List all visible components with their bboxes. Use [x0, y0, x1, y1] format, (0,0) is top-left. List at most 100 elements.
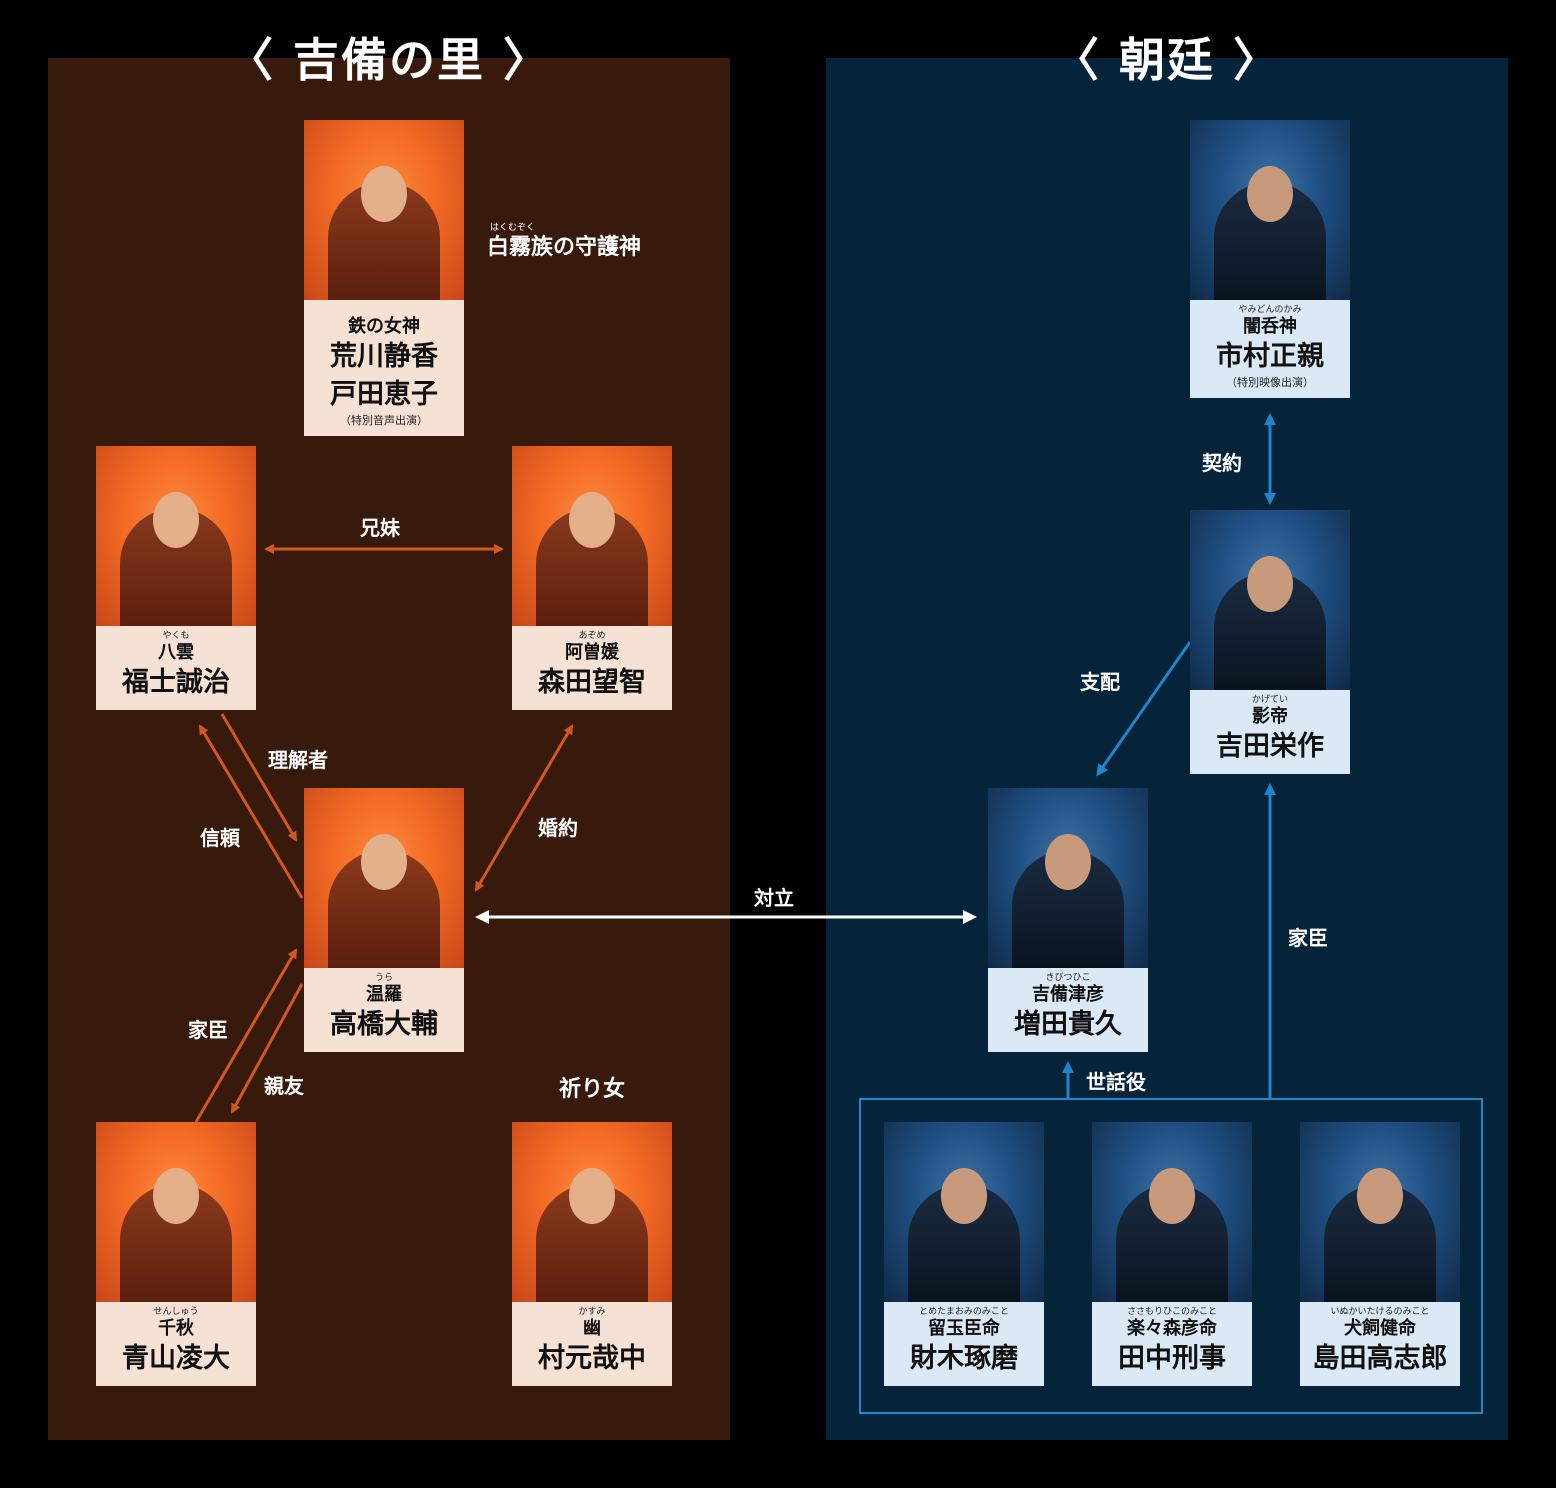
siblings-label: 兄妹 [360, 516, 400, 540]
character-role: 楽々森彦命 [1127, 1318, 1217, 1339]
actor-name: 青山凌大 [122, 1343, 230, 1374]
yamidon-photo [1190, 120, 1350, 300]
card-yakumo: やくも 八雲 福士誠治 [96, 446, 256, 710]
character-ruby: きびつひこ [1045, 973, 1091, 983]
character-ruby: あぞめ [578, 631, 606, 641]
vassal-left-label: 家臣 [188, 1018, 228, 1042]
actor-name: 島田高志郎 [1312, 1343, 1448, 1374]
kibitsuhiko-photo [988, 788, 1148, 968]
opposition-label: 対立 [754, 886, 794, 910]
appearance-note: （特別映像出演） [1226, 376, 1314, 389]
iron-goddess-photo [304, 120, 464, 300]
actor-name: 高橋大輔 [330, 1009, 438, 1040]
best-friend-arrow [230, 983, 304, 1114]
character-role: 犬飼健命 [1344, 1318, 1416, 1339]
card-sasamori: ささもりひこのみこと 楽々森彦命 田中刑事 [1092, 1122, 1252, 1386]
character-ruby: かすみ [578, 1307, 606, 1317]
inori-annotation-text: 祈り女 [558, 1077, 625, 1102]
actor-name: 市村正親 [1216, 341, 1324, 372]
ura-label: うら 温羅 高橋大輔 [304, 968, 464, 1052]
yakumo-photo [96, 446, 256, 626]
kibitsuhiko-label: きびつひこ 吉備津彦 増田貴久 [988, 968, 1148, 1052]
actor-name: 村元哉中 [538, 1343, 646, 1374]
yamidon-label: やみどんのかみ 闇呑神 市村正親 （特別映像出演） [1190, 300, 1350, 398]
kagetei-photo [1190, 510, 1350, 690]
character-ruby: やくも [162, 631, 190, 641]
character-role: 闇呑神 [1243, 316, 1297, 337]
asomehime-photo [512, 446, 672, 626]
character-role: 幽 [583, 1318, 601, 1339]
actor-name: 田中刑事 [1118, 1343, 1226, 1374]
character-role: 留玉臣命 [928, 1318, 1000, 1339]
actor-name-2: 戸田恵子 [330, 379, 438, 410]
control-label: 支配 [1080, 670, 1120, 694]
actor-name: 財木琢磨 [910, 1343, 1018, 1374]
character-ruby: やみどんのかみ [1238, 305, 1302, 315]
caretaker-label: 世話役 [1086, 1070, 1146, 1094]
senshu-label: せんしゅう 千秋 青山凌大 [96, 1302, 256, 1386]
card-kagetei: かげてい 影帝 吉田栄作 [1190, 510, 1350, 774]
inori-annotation: 祈り女 [540, 1076, 644, 1104]
vassal-left-arrow [194, 948, 298, 1123]
trust-arrow [198, 724, 304, 899]
vassal-right-label: 家臣 [1288, 926, 1328, 950]
engagement-label: 婚約 [538, 816, 578, 840]
character-role: 千秋 [158, 1318, 194, 1339]
character-role: 鉄の女神 [348, 316, 420, 337]
card-senshu: せんしゅう 千秋 青山凌大 [96, 1122, 256, 1386]
contract-label: 契約 [1202, 451, 1242, 475]
goddess-annotation-text: 白霧族の守護神 [486, 235, 641, 260]
inukai-label: いぬかいたけるのみこと 犬飼健命 島田高志郎 [1300, 1302, 1460, 1386]
character-ruby: せんしゅう [153, 1307, 199, 1317]
character-ruby: かげてい [1251, 695, 1288, 705]
ura-photo [304, 788, 464, 968]
trust-label: 信頼 [200, 826, 240, 850]
card-kibitsuhiko: きびつひこ 吉備津彦 増田貴久 [988, 788, 1148, 1052]
character-role: 阿曽媛 [565, 642, 619, 663]
vassals-group-box [859, 1098, 1483, 1414]
kibi-section-title: 〈 吉備の里 〉 [226, 33, 552, 87]
actor-name: 森田望智 [538, 667, 646, 698]
card-asomehime: あぞめ 阿曽媛 森田望智 [512, 446, 672, 710]
tometama-label: とめたまおみのみこと 留玉臣命 財木琢磨 [884, 1302, 1044, 1386]
understander-arrow [220, 713, 298, 842]
yakumo-label: やくも 八雲 福士誠治 [96, 626, 256, 710]
character-role: 影帝 [1252, 706, 1288, 727]
card-ura: うら 温羅 高橋大輔 [304, 788, 464, 1052]
sasamori-photo [1092, 1122, 1252, 1302]
kasumi-label: かすみ 幽 村元哉中 [512, 1302, 672, 1386]
goddess-annotation: はくむぞく 白霧族の守護神 [478, 222, 650, 262]
card-inukai: いぬかいたけるのみこと 犬飼健命 島田高志郎 [1300, 1122, 1460, 1386]
appearance-note: （特別音声出演） [340, 414, 428, 427]
character-ruby: いぬかいたけるのみこと [1330, 1307, 1430, 1317]
engagement-arrow [474, 724, 574, 892]
actor-name: 荒川静香 [330, 341, 438, 372]
character-role: 八雲 [158, 642, 194, 663]
kagetei-label: かげてい 影帝 吉田栄作 [1190, 690, 1350, 774]
character-ruby: とめたまおみのみこと [919, 1307, 1009, 1317]
card-iron-goddess: 鉄の女神 荒川静香 戸田恵子 （特別音声出演） [304, 120, 464, 436]
card-kasumi: かすみ 幽 村元哉中 [512, 1122, 672, 1386]
senshu-photo [96, 1122, 256, 1302]
iron-goddess-label: 鉄の女神 荒川静香 戸田恵子 （特別音声出演） [304, 300, 464, 436]
character-ruby: うら [374, 973, 393, 983]
kasumi-photo [512, 1122, 672, 1302]
control-arrow [1096, 641, 1192, 777]
actor-name: 吉田栄作 [1216, 731, 1324, 762]
card-yamidon: やみどんのかみ 闇呑神 市村正親 （特別映像出演） [1190, 120, 1350, 398]
inukai-photo [1300, 1122, 1460, 1302]
actor-name: 福士誠治 [122, 667, 230, 698]
goddess-annotation-ruby: はくむぞく [490, 223, 536, 233]
character-role: 温羅 [366, 984, 402, 1005]
asomehime-label: あぞめ 阿曽媛 森田望智 [512, 626, 672, 710]
character-ruby: ささもりひこのみこと [1126, 1307, 1217, 1317]
best-friend-label: 親友 [264, 1074, 304, 1098]
character-role: 吉備津彦 [1032, 984, 1104, 1005]
understander-label: 理解者 [268, 748, 328, 772]
tometama-photo [884, 1122, 1044, 1302]
sasamori-label: ささもりひこのみこと 楽々森彦命 田中刑事 [1092, 1302, 1252, 1386]
chotei-section-title: 〈 朝廷 〉 [1052, 33, 1282, 87]
card-tometama: とめたまおみのみこと 留玉臣命 財木琢磨 [884, 1122, 1044, 1386]
character-ruby [304, 300, 464, 316]
